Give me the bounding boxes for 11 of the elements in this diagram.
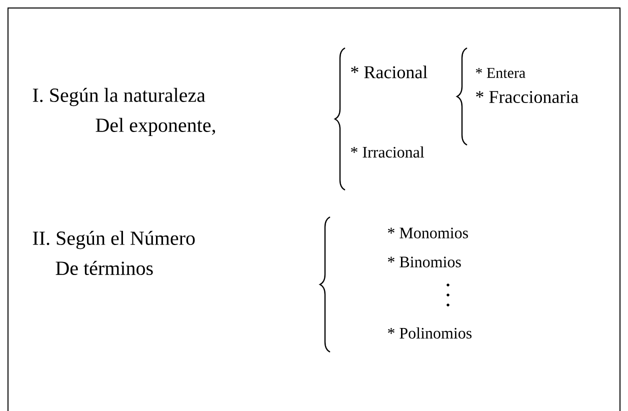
category-heading: I. Según la naturaleza bbox=[32, 88, 206, 106]
list-item: * Irracional bbox=[351, 146, 424, 158]
list-item: * Polinomios bbox=[388, 327, 472, 339]
list-item: * Binomios bbox=[388, 256, 461, 268]
list-item: * Fraccionaria bbox=[476, 90, 578, 104]
category-heading: Del exponente, bbox=[96, 118, 216, 136]
list-item: * Racional bbox=[351, 66, 428, 78]
list-item: * Entera bbox=[476, 68, 526, 78]
category-heading: II. Según el Número bbox=[32, 230, 195, 250]
list-item: * Monomios bbox=[388, 228, 468, 238]
category-heading: De términos bbox=[56, 260, 153, 276]
